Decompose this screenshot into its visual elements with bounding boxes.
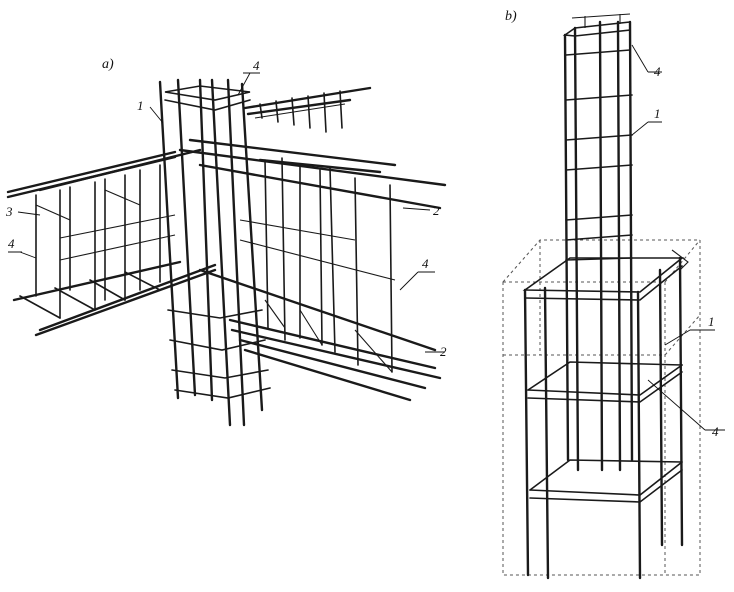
panel-a-title: a) (102, 57, 114, 72)
callout-b-1-top: 1 (654, 106, 661, 121)
callout-a-4-top: 4 (253, 58, 260, 73)
callout-a-4-left: 4 (8, 236, 15, 251)
upper-right-beam (243, 86, 372, 133)
callout-b-1-lower: 1 (708, 314, 715, 329)
callout-a-2-upper: 2 (433, 203, 440, 218)
callout-a-2-lower: 2 (440, 344, 447, 359)
callout-b-4-lower: 4 (712, 424, 719, 439)
callout-a-3: 3 (5, 204, 13, 219)
left-beam-cage (6, 148, 217, 337)
callout-a-4-right: 4 (422, 256, 429, 271)
callout-b-4-top: 4 (654, 64, 661, 79)
panel-b-drawing (502, 13, 725, 580)
upper-column-cage (562, 13, 634, 472)
column-cage-a (158, 78, 271, 427)
right-beam-cage (178, 138, 447, 402)
labels: a) b) 1 4 3 4 2 4 2 4 1 1 4 (5, 9, 719, 439)
callout-a-1: 1 (137, 98, 144, 113)
lower-column-cage (522, 249, 689, 580)
panel-a-drawing (6, 72, 447, 427)
formwork-outline (502, 239, 701, 576)
panel-b-title: b) (505, 9, 517, 24)
